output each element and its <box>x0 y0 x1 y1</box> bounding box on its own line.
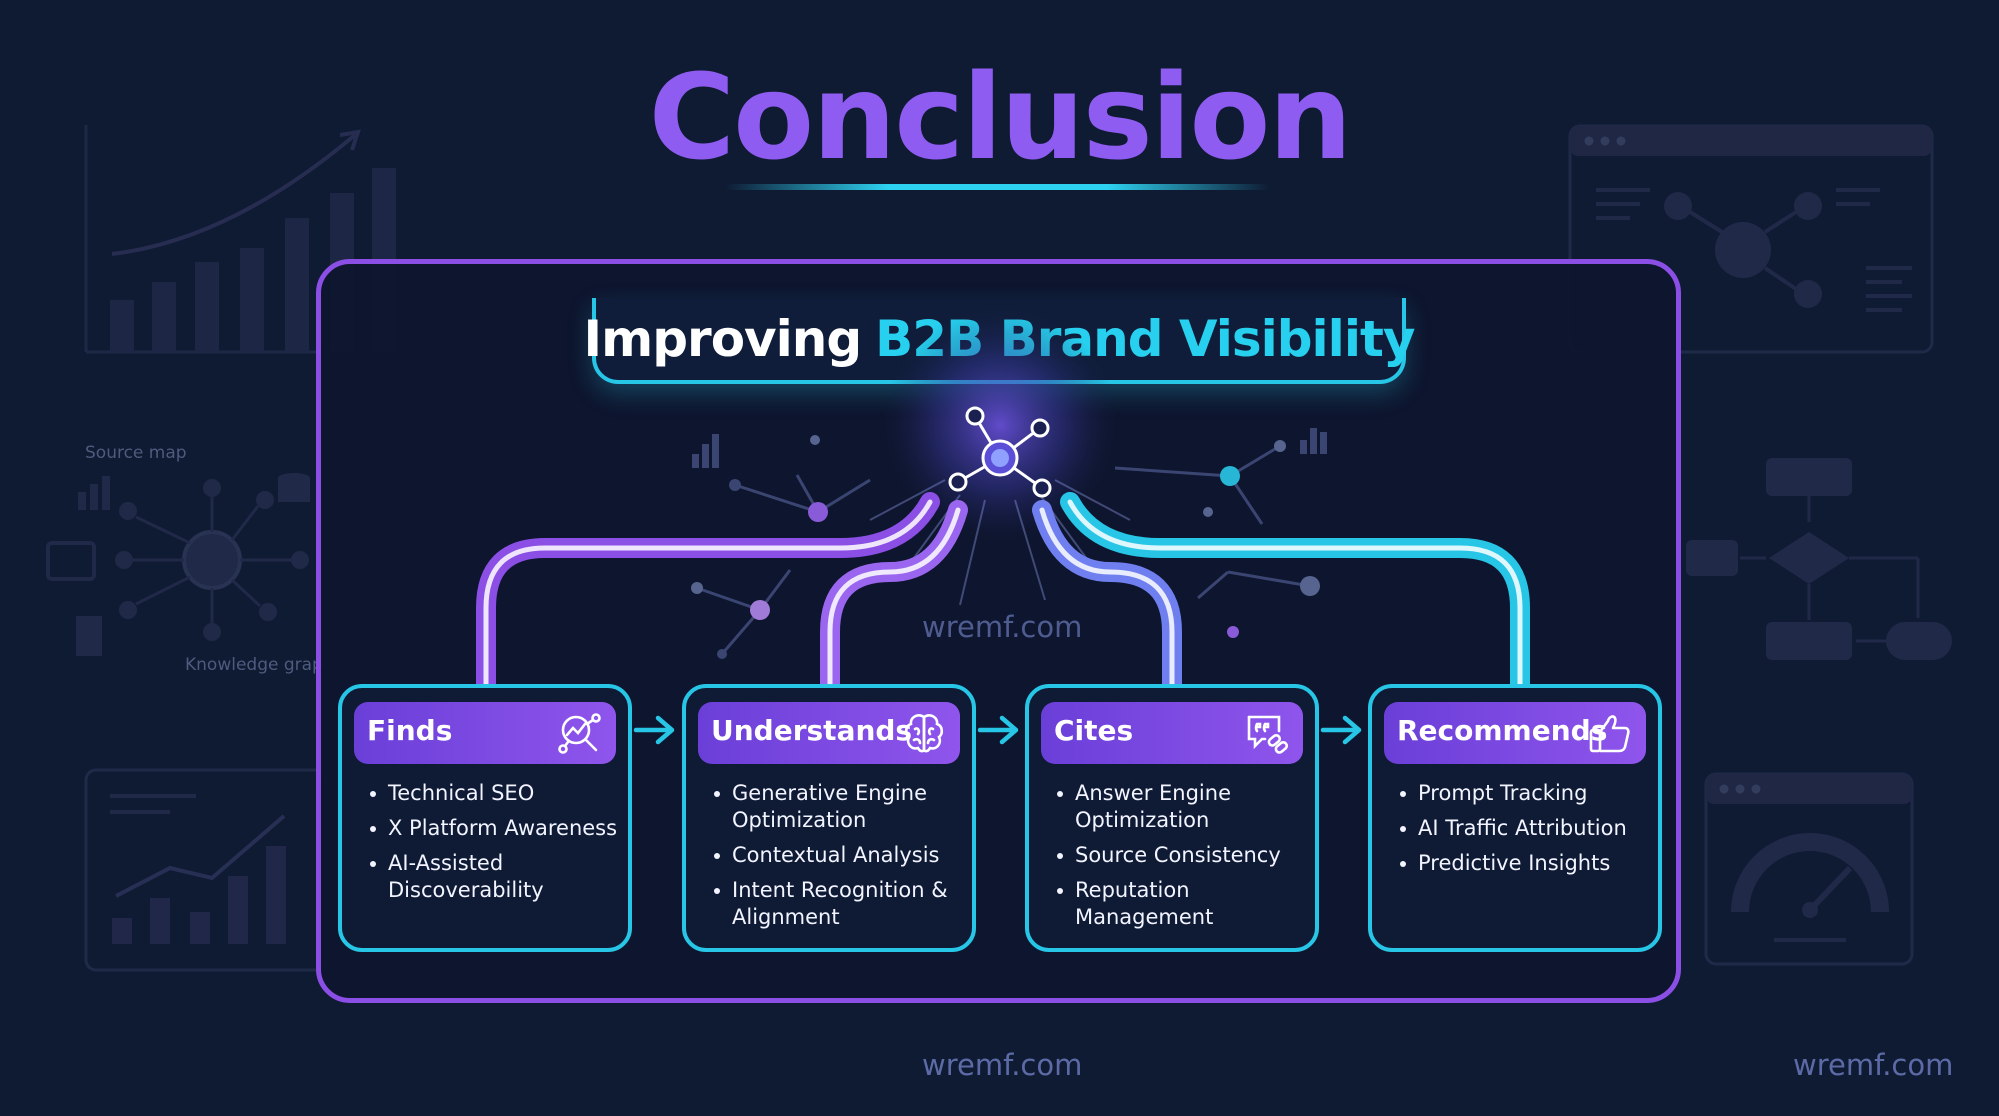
list-item: Generative Engine Optimization <box>712 780 968 834</box>
arrow-right-icon <box>1320 715 1362 745</box>
list-item: Technical SEO <box>368 780 624 807</box>
stage-items: Generative Engine Optimization Contextua… <box>712 780 968 939</box>
hub-glow <box>882 307 1118 543</box>
watermark-bottom-center: wremf.com <box>922 1048 1083 1082</box>
stage-title: Understands <box>711 714 913 747</box>
list-item: Contextual Analysis <box>712 842 968 869</box>
quote-link-icon <box>1247 715 1289 754</box>
list-item: Prompt Tracking <box>1398 780 1654 807</box>
search-analytics-icon <box>558 713 601 754</box>
stage-items: Prompt Tracking AI Traffic Attribution P… <box>1398 780 1654 885</box>
list-item: AI Traffic Attribution <box>1398 815 1654 842</box>
stage-header: Recommends <box>1384 702 1646 764</box>
bg-source-map-network-icon <box>46 473 310 656</box>
stage-title: Cites <box>1054 714 1134 747</box>
stage-card-cites: Cites Answer Engine Optimization Source … <box>1025 684 1319 952</box>
thumbs-up-icon <box>1589 715 1630 753</box>
list-item: Answer Engine Optimization <box>1055 780 1311 834</box>
stage-title: Finds <box>367 714 453 747</box>
arrow-right-icon <box>633 715 675 745</box>
page-title: Conclusion <box>648 48 1353 186</box>
bg-mindmap-window-icon <box>1568 124 1934 354</box>
list-item: Predictive Insights <box>1398 850 1654 877</box>
list-item: Source Consistency <box>1055 842 1311 869</box>
stage-items: Technical SEO X Platform Awareness AI-As… <box>368 780 624 912</box>
stage-header: Finds <box>354 702 616 764</box>
watermark-bottom-right: wremf.com <box>1793 1048 1954 1082</box>
watermark-center: wremf.com <box>922 610 1083 644</box>
bg-label-source-map: Source map <box>85 443 187 463</box>
stage-items: Answer Engine Optimization Source Consis… <box>1055 780 1311 939</box>
stage-card-understands: Understands Generative Engine Optimizati… <box>682 684 976 952</box>
title-underline <box>725 184 1270 190</box>
stage-card-recommends: Recommends Prompt Tracking AI Traffic At… <box>1368 684 1662 952</box>
decor-network-nodes <box>691 428 1327 659</box>
bg-flowchart-icon <box>1686 458 1952 660</box>
list-item: Reputation Management <box>1055 877 1311 931</box>
arrow-right-icon <box>977 715 1019 745</box>
list-item: Intent Recognition & Alignment <box>712 877 968 931</box>
bg-gauge-window-icon <box>1704 772 1914 966</box>
connector-pipes <box>476 492 1530 694</box>
stage-card-finds: Finds Technical SEO X Platform Awareness… <box>338 684 632 952</box>
stage-title: Recommends <box>1397 714 1608 747</box>
stage-header: Cites <box>1041 702 1303 764</box>
hub-network-icon <box>948 406 1052 498</box>
bg-label-knowledge-graph: Knowledge grap <box>185 655 323 675</box>
bg-line-chart-window-icon <box>84 768 328 972</box>
list-item: AI-Assisted Discoverability <box>368 850 624 904</box>
brain-icon <box>904 714 944 753</box>
stage-header: Understands <box>698 702 960 764</box>
subtitle-prefix: Improving <box>583 310 863 368</box>
list-item: X Platform Awareness <box>368 815 624 842</box>
